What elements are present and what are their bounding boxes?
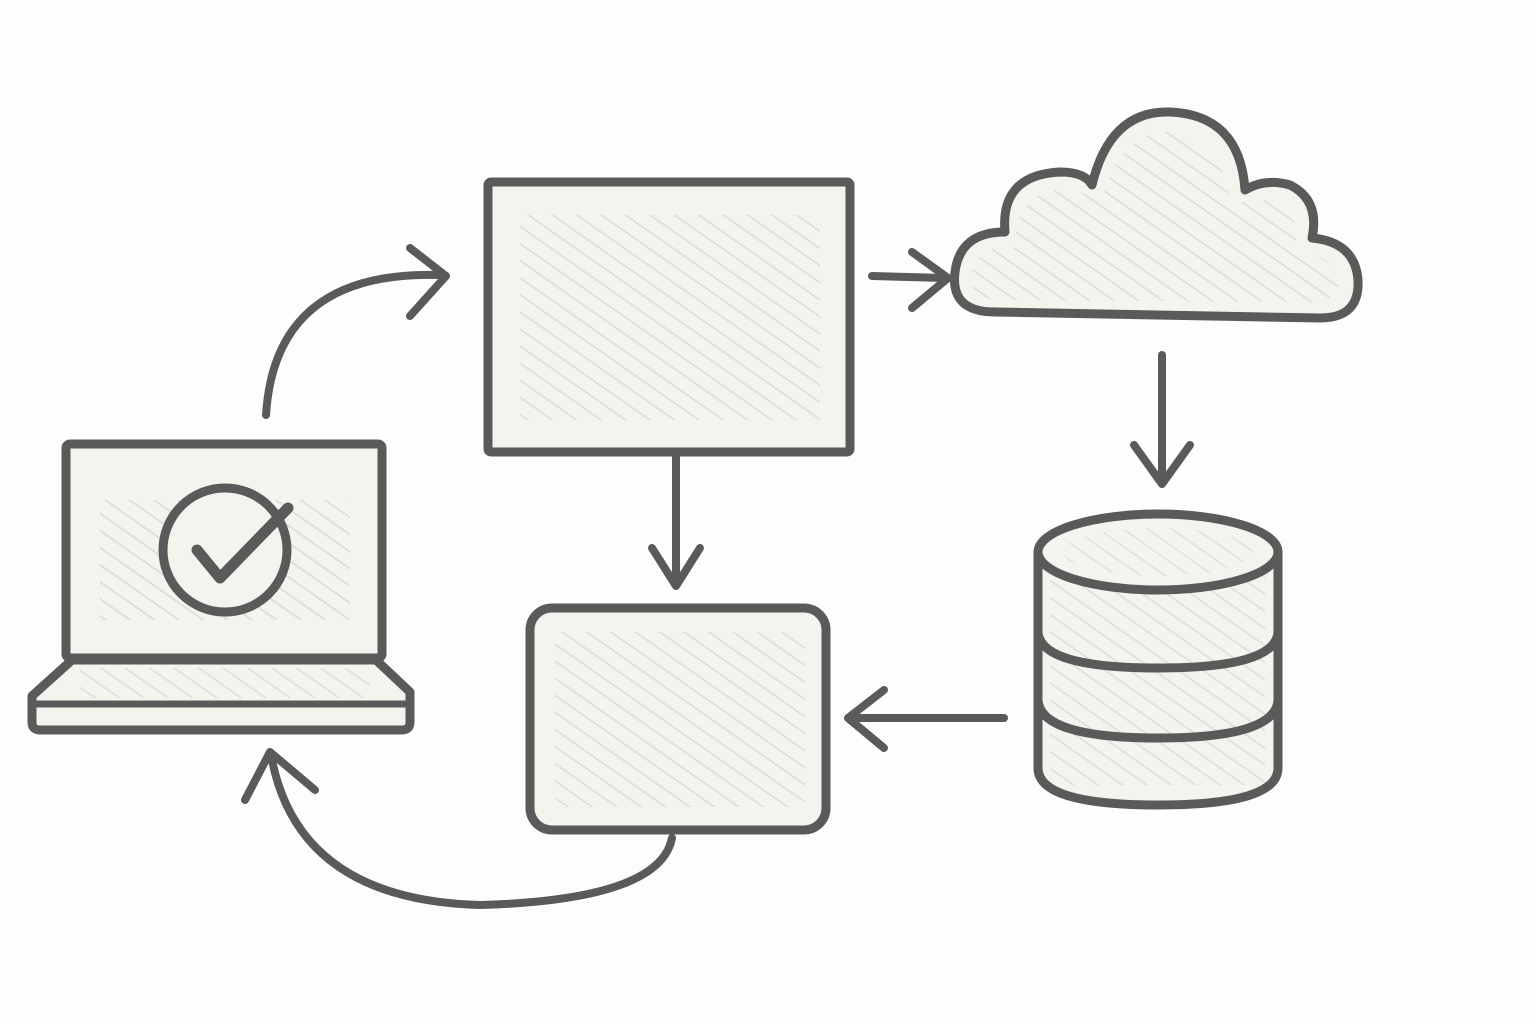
check-circle-icon	[158, 483, 294, 617]
laptop-node	[27, 439, 415, 735]
arrow-top-box-to-cloud	[868, 248, 952, 312]
cloud-node	[950, 107, 1363, 323]
arrow-cloud-to-database	[1130, 351, 1194, 488]
database-shading	[1050, 575, 1265, 785]
arrow-database-to-bottom-box	[844, 686, 1008, 752]
laptop-base-shading	[80, 668, 370, 698]
arrow-laptop-to-top-box	[262, 244, 450, 419]
cloud-shading	[970, 131, 1338, 302]
database-ring-2	[1033, 695, 1283, 743]
bottom-box-node	[525, 603, 831, 835]
arrow-bottom-box-to-laptop	[241, 748, 676, 909]
database-top-shading	[1063, 528, 1253, 576]
database-node	[1033, 509, 1283, 810]
top-box-shading	[520, 215, 820, 420]
database-ring-1	[1033, 627, 1283, 673]
top-box-node	[483, 177, 855, 457]
arrow-top-box-to-bottom-box	[648, 452, 704, 590]
bottom-box-shading	[555, 632, 805, 807]
